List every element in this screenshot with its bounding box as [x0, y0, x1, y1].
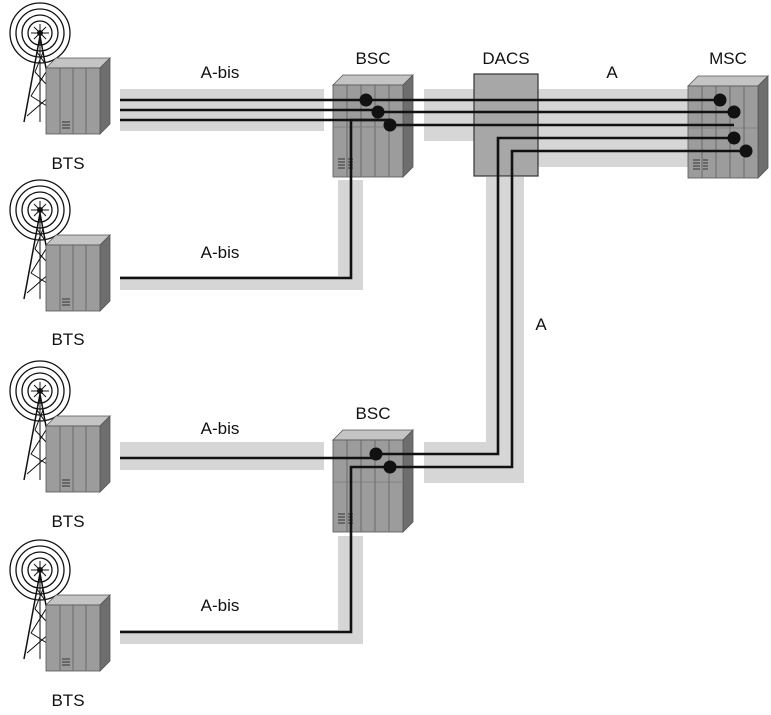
- abis-label-1: A-bis: [201, 63, 240, 82]
- a-label-vertical: A: [535, 315, 547, 334]
- dacs-bsc1-band: [424, 89, 476, 141]
- dacs-down-band: [486, 177, 524, 483]
- abis-label-3: A-bis: [201, 419, 240, 438]
- bsc-label-1: BSC: [356, 49, 391, 68]
- abis-label-4: A-bis: [201, 596, 240, 615]
- msc-port-1: [714, 94, 727, 107]
- bsc2-port-2: [384, 461, 397, 474]
- bsc1-port-2: [372, 106, 385, 119]
- bsc-label-2: BSC: [356, 404, 391, 423]
- bts-site-2: [10, 180, 110, 311]
- bts-label-2: BTS: [51, 330, 84, 349]
- bsc2-port-1: [370, 448, 383, 461]
- bsc-cabinet-2: [333, 430, 413, 532]
- bsc2-a-band: [424, 442, 524, 483]
- bts-site-3: [10, 361, 110, 492]
- a-line-5: [390, 151, 746, 467]
- msc-port-4: [740, 145, 753, 158]
- bsc1-port-3: [384, 119, 397, 132]
- msc-label: MSC: [709, 49, 747, 68]
- abis-band-3: [120, 442, 324, 470]
- bts-site-4: [10, 540, 110, 671]
- bts-label-4: BTS: [51, 691, 84, 710]
- dacs-label: DACS: [482, 49, 529, 68]
- msc-port-2: [728, 106, 741, 119]
- bts-site-1: [10, 3, 110, 134]
- bts-label-1: BTS: [51, 154, 84, 173]
- msc-port-3: [728, 132, 741, 145]
- a-label-top: A: [606, 63, 618, 82]
- abis-label-2: A-bis: [201, 243, 240, 262]
- bts-label-3: BTS: [51, 512, 84, 531]
- bsc1-port-1: [360, 94, 373, 107]
- circuit-lines: [120, 100, 746, 632]
- a-line-4: [376, 138, 732, 454]
- msc-cabinet: [688, 76, 768, 178]
